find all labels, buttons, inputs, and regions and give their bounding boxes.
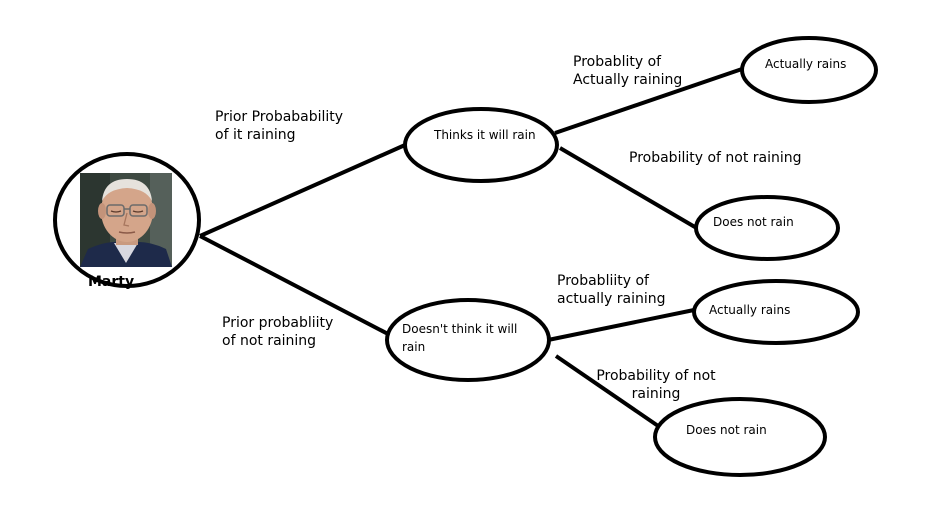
upper-not-label: Probability of not raining [629,150,802,166]
lower-rain-label-line1: Probabliity of [557,273,649,289]
thinks-rain-node [403,107,559,183]
upper-does-not-rain-node [694,195,840,261]
edge-doesnt-to-actually-rains [547,308,695,342]
edge-doesnt-to-does-not-rain [554,354,666,432]
upper-actually-rains-text: Actually rains [765,57,847,71]
edge-thinks-to-does-not-rain [558,146,702,232]
doesnt-think-rain-node [385,298,551,382]
doesnt-think-text-line1: Doesn't think it will [402,322,518,336]
upper-actually-rains-node [740,36,878,104]
upper-rain-label-line1: Probablity of [573,54,662,70]
root-name-label: Marty [88,274,135,290]
lower-does-not-rain-text: Does not rain [686,423,767,437]
lower-not-label-line2: raining [631,386,681,402]
lower-not-label-line1: Probability of not [596,368,716,384]
lower-actually-rains-text: Actually rains [709,303,791,317]
upper-rain-label-line2: Actually raining [573,72,683,88]
prior-rain-label-line1: Prior Probabability [215,109,344,125]
thinks-rain-text: Thinks it will rain [434,128,536,142]
prior-not-label-line1: Prior probabliity [222,315,334,331]
upper-does-not-rain-text: Does not rain [713,215,794,229]
lower-actually-rains-node [692,279,860,345]
prior-not-label-line2: of not raining [222,333,317,349]
edge-root-to-doesnt-think [199,234,391,337]
edge-thinks-to-actually-rains [554,67,743,135]
edge-root-to-thinks-rain [199,143,406,238]
doesnt-think-text-line2: rain [402,340,426,354]
lower-rain-label-line2: actually raining [557,291,666,307]
lower-does-not-rain-node [653,397,827,477]
prior-rain-label-line2: of it raining [215,127,296,143]
marty-photo [80,173,172,267]
